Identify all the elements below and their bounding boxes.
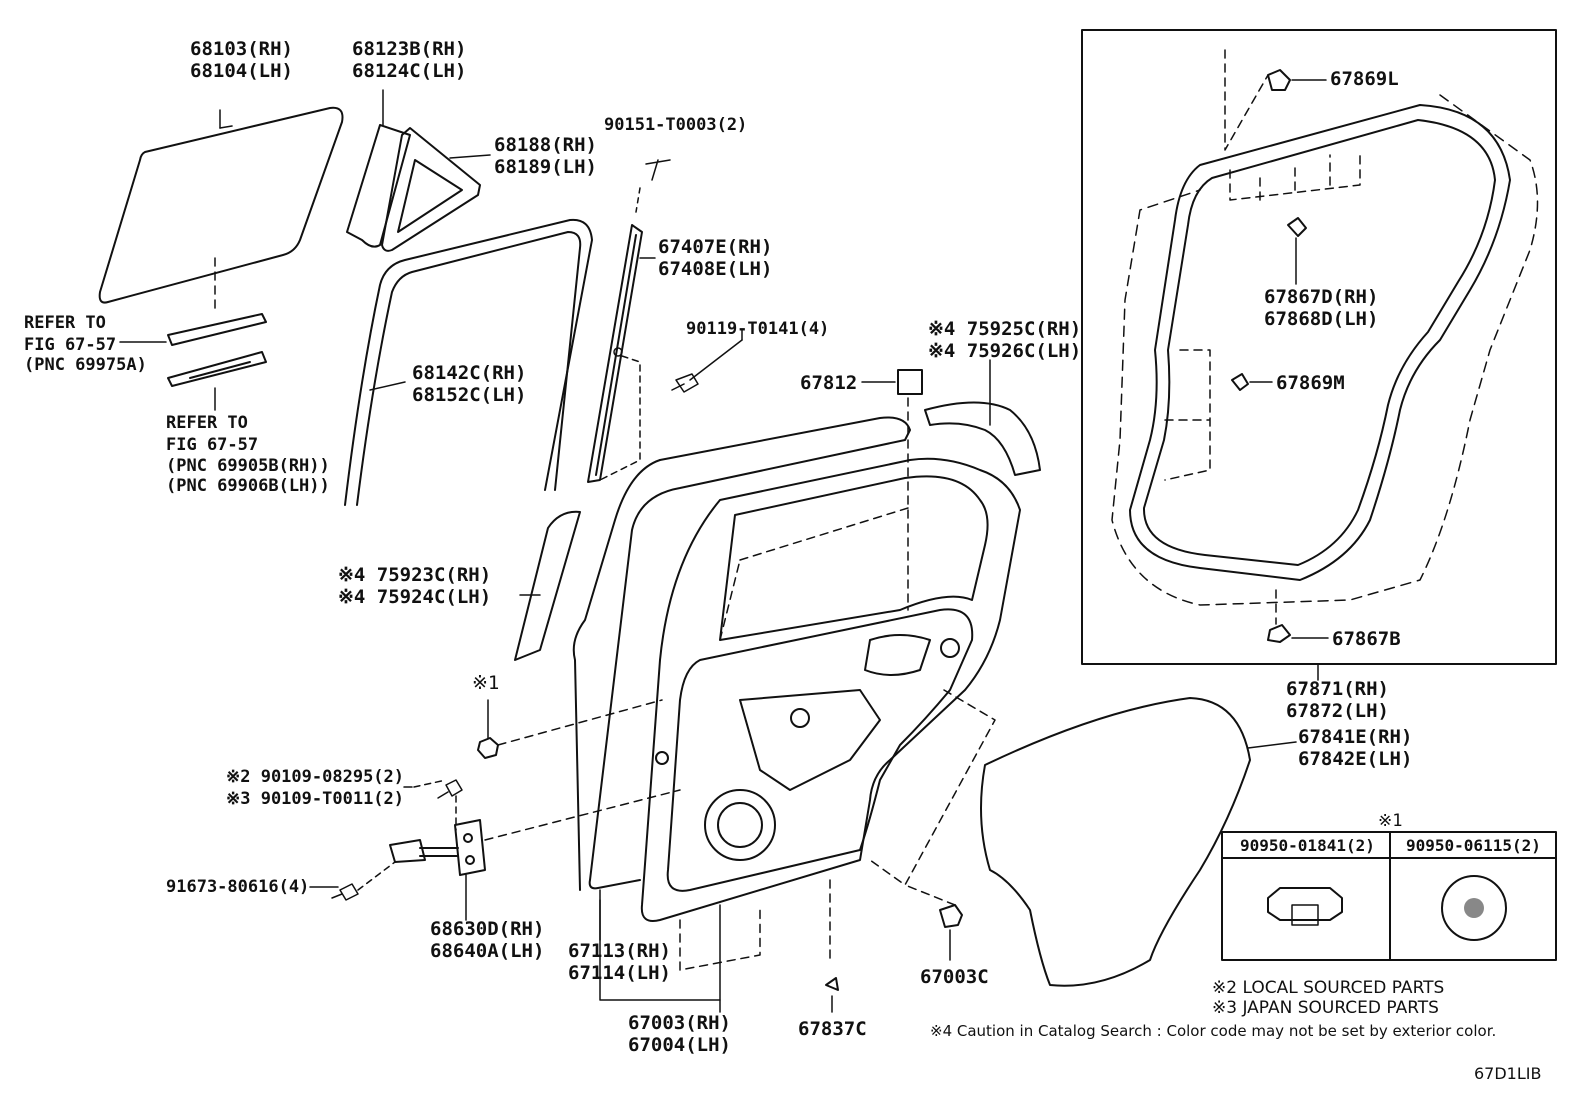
label-90109-08295: ※2 90109-08295(2) <box>226 767 405 787</box>
table-mark-1: ※1 <box>1378 811 1403 831</box>
label-67868d: 67868D(LH) <box>1264 308 1379 330</box>
pillar-garnish-rear <box>924 401 1041 476</box>
clip-67867b-shape <box>1267 624 1291 643</box>
label-68188: 68188(RH) <box>494 134 597 156</box>
label-67114: 67114(LH) <box>568 962 671 984</box>
refer-note-2-line4: (PNC 69906B(LH)) <box>166 476 330 496</box>
door-hinge-shape <box>389 819 486 876</box>
cap-67003c-shape <box>939 904 963 928</box>
cushion-pad-shape <box>897 369 923 395</box>
note-japan-sourced: ※3 JAPAN SOURCED PARTS <box>1212 998 1439 1018</box>
run-channel-shape <box>344 218 593 506</box>
service-hole-cover-shape <box>980 697 1251 987</box>
label-67407e: 67407E(RH) <box>658 236 773 258</box>
clip-67867d-shape <box>1287 217 1307 237</box>
door-outer-panel <box>572 416 911 891</box>
label-67867b: 67867B <box>1332 628 1401 650</box>
label-91673: 91673-80616(4) <box>166 877 310 897</box>
label-68630d: 68630D(RH) <box>430 918 545 940</box>
label-75926c: ※4 75926C(LH) <box>928 340 1082 362</box>
clip-90950-01841-shape <box>1267 887 1343 921</box>
label-75924c: ※4 75924C(LH) <box>338 586 492 608</box>
table-header-90950-01841: 90950-01841(2) <box>1240 836 1375 855</box>
note-local-sourced: ※2 LOCAL SOURCED PARTS <box>1212 978 1445 998</box>
label-mark-1: ※1 <box>472 672 500 694</box>
label-90151: 90151-T0003(2) <box>604 115 748 135</box>
refer-note-1-line2: FIG 67-57 <box>24 335 117 355</box>
cap-90950-06115-shape <box>1441 875 1507 941</box>
note-catalog-caution: ※4 Caution in Catalog Search : Color cod… <box>930 1022 1497 1040</box>
label-67867d: 67867D(RH) <box>1264 286 1379 308</box>
label-68640a: 68640A(LH) <box>430 940 545 962</box>
label-67871: 67871(RH) <box>1286 678 1389 700</box>
label-68123b: 68123B(RH) <box>352 38 467 60</box>
label-67812: 67812 <box>800 372 858 394</box>
table-header-90950-06115: 90950-06115(2) <box>1406 836 1541 855</box>
quarter-glass-shape <box>346 124 411 248</box>
label-67869l: 67869L <box>1330 68 1399 90</box>
refer-note-2-line1: REFER TO <box>166 413 248 433</box>
weatherstrip-shape <box>1129 104 1511 581</box>
quarter-frame-shape <box>381 127 481 252</box>
label-68152c: 68152C(LH) <box>412 384 527 406</box>
label-67004: 67004(LH) <box>628 1034 731 1056</box>
clip-67869l-shape <box>1267 69 1291 91</box>
label-68142c: 68142C(RH) <box>412 362 527 384</box>
label-90109-t0011: ※3 90109-T0011(2) <box>226 789 405 809</box>
door-inner-panel <box>640 457 1021 922</box>
label-68104: 68104(LH) <box>190 60 293 82</box>
label-67869m: 67869M <box>1276 372 1345 394</box>
refer-note-2-line2: FIG 67-57 <box>166 435 259 455</box>
refer-note-2-line3: (PNC 69905B(RH)) <box>166 456 330 476</box>
label-67003: 67003(RH) <box>628 1012 731 1034</box>
clip-67869m-shape <box>1231 373 1249 391</box>
clip-67837c-shape <box>825 977 839 991</box>
label-67837c: 67837C <box>798 1018 867 1040</box>
label-68124c: 68124C(LH) <box>352 60 467 82</box>
clip-shape <box>477 737 499 759</box>
label-75925c: ※4 75925C(RH) <box>928 318 1082 340</box>
label-67841e: 67841E(RH) <box>1298 726 1413 748</box>
label-68103: 68103(RH) <box>190 38 293 60</box>
label-75923c: ※4 75923C(RH) <box>338 564 492 586</box>
figure-code: 67D1LIB <box>1474 1064 1542 1083</box>
pillar-garnish-front <box>514 510 581 661</box>
label-68189: 68189(LH) <box>494 156 597 178</box>
refer-note-1-line1: REFER TO <box>24 313 106 333</box>
belt-moulding-shapes <box>167 313 267 387</box>
label-90119: 90119-T0141(4) <box>686 319 830 339</box>
refer-note-1-line3: (PNC 69975A) <box>24 355 147 375</box>
door-glass-shape <box>98 106 344 304</box>
label-67872: 67872(LH) <box>1286 700 1389 722</box>
inset-box <box>1081 29 1557 665</box>
label-67003c: 67003C <box>920 966 989 988</box>
label-67842e: 67842E(LH) <box>1298 748 1413 770</box>
label-67113: 67113(RH) <box>568 940 671 962</box>
label-67408e: 67408E(LH) <box>658 258 773 280</box>
